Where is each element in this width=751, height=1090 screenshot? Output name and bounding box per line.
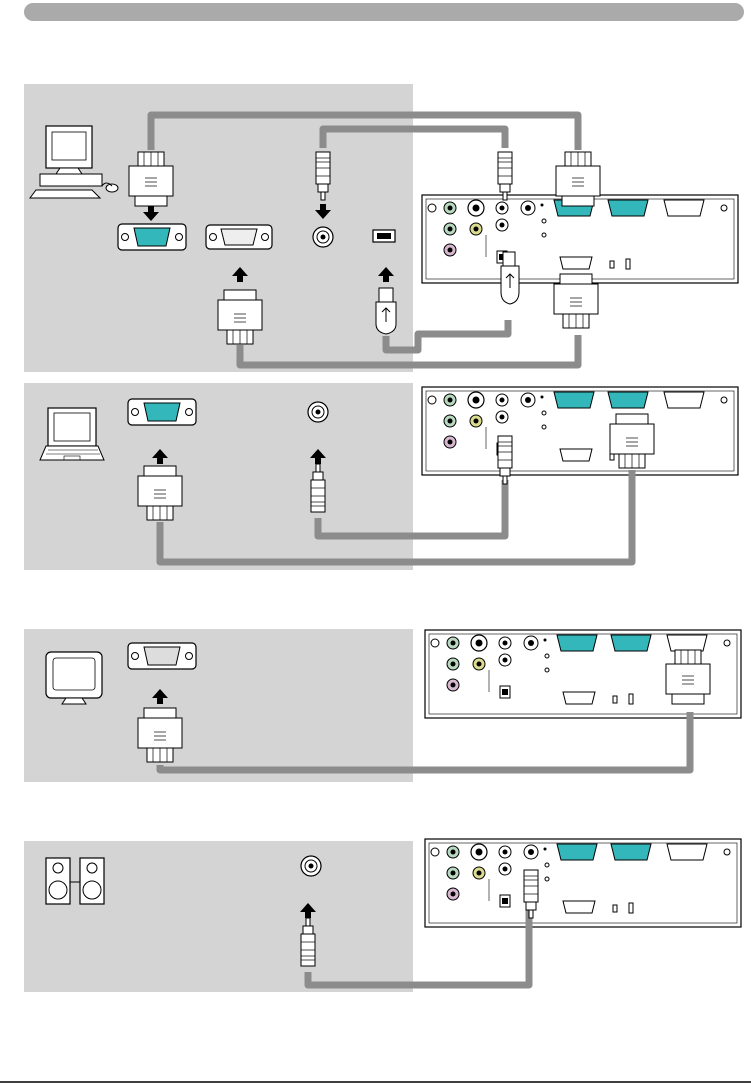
laptop-audio-out-jack — [308, 402, 328, 422]
pc-rgb-out-port — [118, 224, 186, 250]
projector-panel-1 — [422, 195, 738, 283]
pc-usb-port — [373, 230, 395, 242]
vga-plug-projector-top — [556, 152, 600, 206]
audio-plug-projector-2 — [498, 436, 512, 484]
pc-audio-out-jack — [313, 227, 333, 247]
section-monitor — [24, 629, 413, 782]
speaker-audio-in-jack — [301, 856, 321, 876]
serial-plug-projector — [554, 274, 598, 328]
pc-serial-port — [206, 225, 272, 249]
projector-panel-2 — [422, 387, 738, 475]
section-speakers — [24, 841, 413, 992]
laptop-icon — [40, 408, 104, 460]
laptop-rgb-out-port — [128, 399, 196, 425]
audio-plug-projector — [498, 152, 512, 200]
monitor-icon — [46, 652, 102, 704]
projector-panel-4 — [425, 839, 741, 927]
header-bar — [24, 3, 744, 21]
section-laptop — [24, 383, 413, 570]
monitor-rgb-in-port — [128, 643, 196, 669]
usb-plug — [376, 288, 396, 334]
